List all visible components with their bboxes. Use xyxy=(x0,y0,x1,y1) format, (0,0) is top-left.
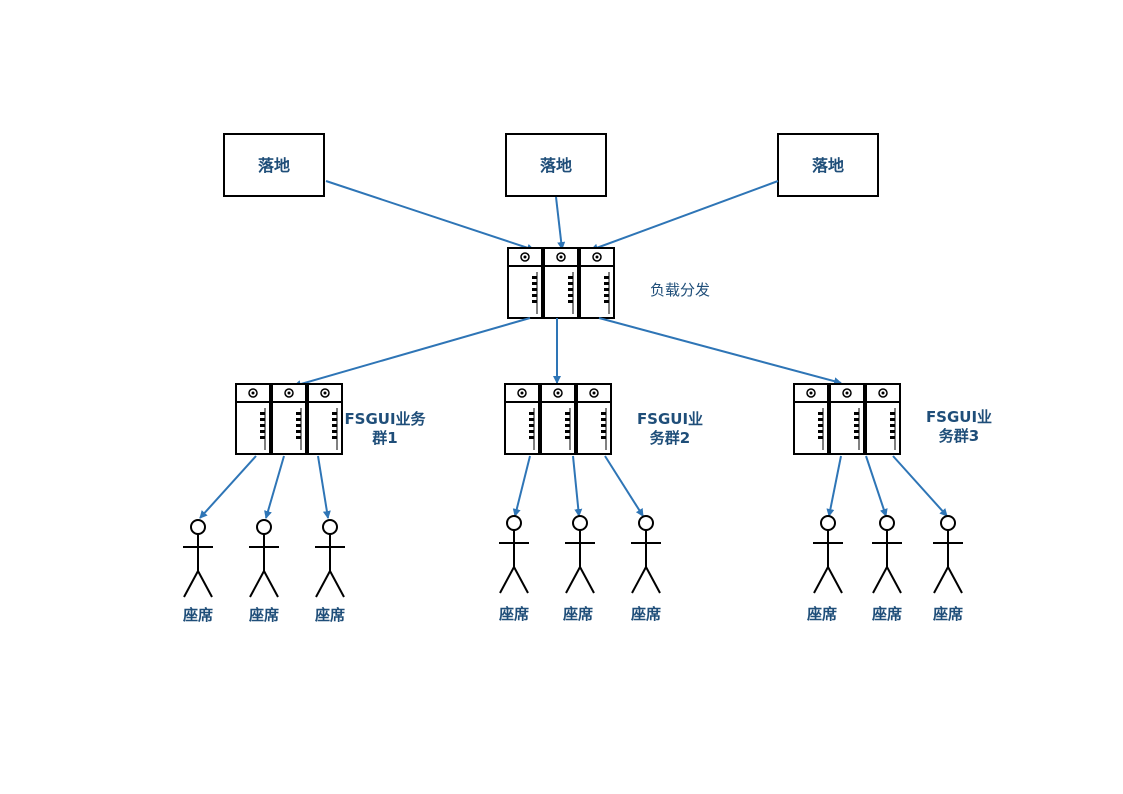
arrow-group2-seat1 xyxy=(512,455,531,517)
landing-node-3-label: 落地 xyxy=(811,156,844,175)
arrow-lb-to-group3 xyxy=(598,317,842,386)
seat-label: 座席 xyxy=(182,606,213,624)
group2-label-line1: FSGUI业 xyxy=(636,410,704,428)
group3-server-icon xyxy=(794,384,900,454)
arrow-group3-seat1 xyxy=(826,455,842,517)
person-icon xyxy=(564,515,596,594)
group3-label-line2: 务群3 xyxy=(938,427,980,445)
load-balancer-label: 负载分发 xyxy=(650,281,711,299)
arrow-group3-seat3 xyxy=(892,455,948,517)
person-icon xyxy=(182,519,214,598)
person-icon xyxy=(630,515,662,594)
arrow-group1-seat3 xyxy=(317,455,331,519)
seat-label: 座席 xyxy=(630,605,661,623)
person-icon xyxy=(812,515,844,594)
seat-label: 座席 xyxy=(806,605,837,623)
group2-label-line2: 务群2 xyxy=(649,429,691,447)
arrow-group1-seat1 xyxy=(199,455,257,519)
person-icon xyxy=(248,519,280,598)
person-icon xyxy=(932,515,964,594)
person-icon xyxy=(314,519,346,598)
landing-node-1-label: 落地 xyxy=(257,156,290,175)
arrow-landing1-to-lb xyxy=(325,180,535,252)
group1-server-icon xyxy=(236,384,342,454)
seat-label: 座席 xyxy=(248,606,279,624)
arrow-group3-seat2 xyxy=(865,455,888,517)
landing-node-3 xyxy=(777,133,879,197)
person-icon xyxy=(871,515,903,594)
arrow-lb-to-group1 xyxy=(293,317,531,388)
arrow-group1-seat2 xyxy=(264,455,285,519)
seat-label: 座席 xyxy=(871,605,902,623)
seat-label: 座席 xyxy=(314,606,345,624)
arrow-landing2-to-lb xyxy=(555,196,566,250)
person-icon xyxy=(498,515,530,594)
landing-node-1 xyxy=(223,133,325,197)
group2-server-icon xyxy=(505,384,611,454)
landing-node-2-label: 落地 xyxy=(539,156,572,175)
arrow-landing3-to-lb xyxy=(590,180,779,252)
arrow-group2-seat2 xyxy=(572,455,583,517)
group1-label-line1: FSGUI业务 xyxy=(344,410,426,428)
seat-label: 座席 xyxy=(932,605,963,623)
load-balancer-server-icon xyxy=(508,248,614,318)
arrow-group2-seat3 xyxy=(604,455,644,517)
seat-label: 座席 xyxy=(498,605,529,623)
group1-label-line2: 群1 xyxy=(372,429,398,447)
group3-label-line1: FSGUI业 xyxy=(925,408,993,426)
seat-label: 座席 xyxy=(562,605,593,623)
landing-node-2 xyxy=(505,133,607,197)
